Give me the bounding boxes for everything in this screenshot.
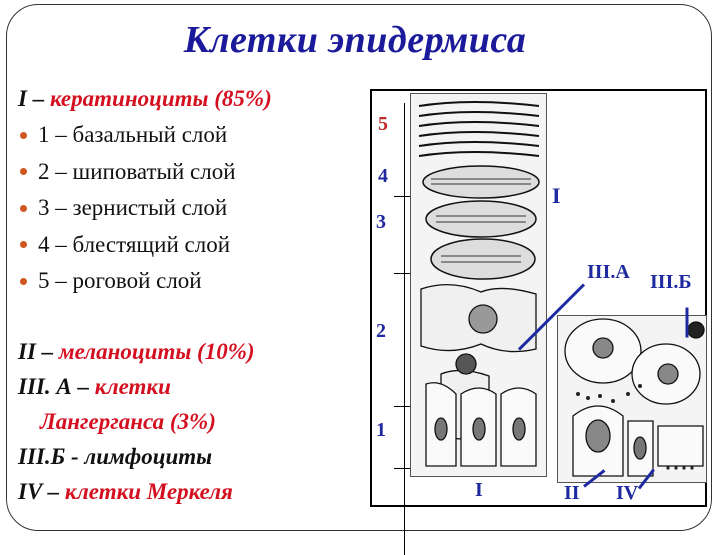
layer-label-3: 3	[376, 211, 386, 233]
scale-tick	[394, 468, 414, 469]
dermal-junction-drawing	[557, 315, 707, 483]
bullet-icon	[20, 241, 27, 249]
slide-title: Клетки эпидермиса	[183, 19, 527, 61]
list-item: 4 – блестящий слой	[18, 227, 363, 264]
slide-frame	[6, 4, 712, 531]
bullet-icon	[20, 277, 27, 285]
lymphocytes-line: III.Б - лимфоциты	[18, 444, 213, 469]
epidermis-illustration: 5 4 3 2 1	[370, 89, 707, 555]
label-melanocyte: II	[564, 482, 580, 504]
merkel-line: IV – клетки Меркеля	[18, 479, 233, 504]
layer-scale-line	[404, 103, 405, 555]
layer-label-2: 2	[376, 320, 386, 342]
label-langerhans: III.А	[587, 261, 630, 283]
list-item: 5 – роговой слой	[18, 263, 363, 300]
langerhans-line: III. А – клетки	[18, 374, 171, 399]
list-item: 2 – шиповатый слой	[18, 154, 363, 191]
roman-numeral: I	[18, 86, 27, 111]
label-keratinocyte-side: I	[552, 183, 561, 208]
bullet-icon	[20, 131, 27, 139]
keratinocyte-layers-drawing	[410, 93, 547, 477]
label-lymphocyte: III.Б	[650, 271, 692, 293]
layer-label-1: 1	[376, 419, 386, 441]
legend-keratinocytes: I – кератиноциты (85%) 1 – базальный сло…	[18, 84, 363, 300]
keratinocytes-heading: I – кератиноциты (85%)	[18, 86, 272, 111]
layer-label-4: 4	[378, 165, 388, 187]
legend-other-cells: II – меланоциты (10%) III. А – клетки Ла…	[18, 334, 363, 509]
layer-list: 1 – базальный слой 2 – шиповатый слой 3 …	[18, 117, 363, 300]
list-item: 3 – зернистый слой	[18, 190, 363, 227]
langerhans-line-2: Лангерганса (3%)	[40, 409, 216, 434]
scale-tick	[394, 273, 414, 274]
scale-tick	[394, 196, 414, 197]
bullet-icon	[20, 168, 27, 176]
label-merkel: IV	[616, 482, 639, 504]
keratinocytes-name: кератиноциты (85%)	[49, 86, 272, 111]
melanocytes-line: II – меланоциты (10%)	[18, 339, 255, 364]
label-keratinocyte-bottom: I	[475, 479, 483, 501]
list-item: 1 – базальный слой	[18, 117, 363, 154]
keratinocyte-layers-image	[418, 101, 540, 467]
dermal-junction-image	[564, 318, 705, 477]
scale-tick	[394, 406, 414, 407]
layer-label-5: 5	[378, 113, 388, 135]
bullet-icon	[20, 204, 27, 212]
lymphocyte-pointer-line	[685, 307, 689, 338]
